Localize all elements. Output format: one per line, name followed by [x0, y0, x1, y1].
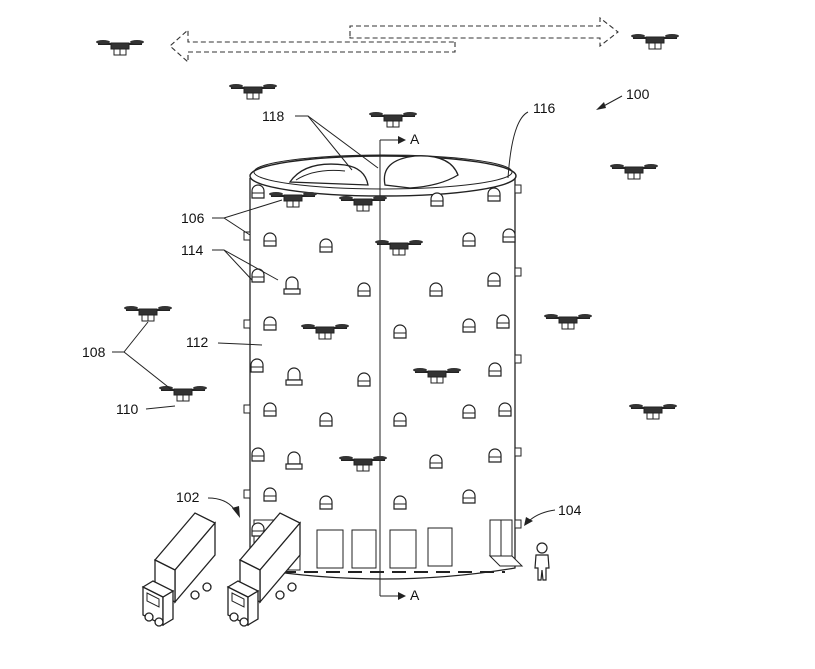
window-icon	[251, 447, 265, 462]
window-icon	[430, 192, 444, 207]
bay-door	[351, 529, 377, 569]
drone-icon	[609, 163, 659, 180]
drone-icon	[268, 191, 318, 208]
window-bay-group	[250, 184, 516, 537]
window-icon	[496, 314, 510, 329]
ref-104: 104	[558, 502, 582, 518]
window-icon	[487, 187, 501, 202]
drone-icon	[123, 305, 173, 322]
ref-110: 110	[116, 401, 139, 417]
window-icon	[319, 412, 333, 427]
window-icon	[357, 282, 371, 297]
window-icon	[319, 238, 333, 253]
delivery-truck-icon	[142, 512, 216, 627]
landing-bay-icon	[285, 451, 303, 470]
drone-icon	[374, 239, 424, 256]
landing-dome	[288, 163, 369, 186]
window-icon	[462, 318, 476, 333]
drone-icon	[95, 39, 145, 56]
window-icon	[250, 358, 264, 373]
window-icon	[251, 184, 265, 199]
dashed-flight-arrow-icon	[169, 16, 619, 64]
ref-108: 108	[82, 344, 106, 360]
landing-bay-icon	[285, 367, 303, 386]
leader-lines	[112, 95, 623, 526]
bay-door	[427, 527, 453, 567]
window-icon	[393, 412, 407, 427]
ref-106: 106	[181, 210, 205, 226]
window-icon	[429, 282, 443, 297]
bay-door	[316, 529, 344, 569]
drone-icon	[412, 367, 462, 384]
window-icon	[487, 272, 501, 287]
ref-100: 100	[626, 86, 650, 102]
window-icon	[263, 316, 277, 331]
window-icon	[462, 232, 476, 247]
landing-dome	[383, 155, 459, 189]
ref-114: 114	[181, 242, 204, 258]
window-icon	[393, 495, 407, 510]
side-ledges	[243, 184, 522, 529]
window-icon	[429, 454, 443, 469]
drone-icon	[300, 323, 350, 340]
window-icon	[488, 362, 502, 377]
window-icon	[263, 232, 277, 247]
ref-116: 116	[533, 100, 556, 116]
window-icon	[488, 448, 502, 463]
window-icon	[263, 402, 277, 417]
drone-icon	[158, 385, 208, 402]
landing-bay-icon	[283, 276, 301, 295]
drone-icon	[368, 111, 418, 128]
drone-icon	[630, 33, 680, 50]
window-icon	[319, 495, 333, 510]
window-icon	[393, 324, 407, 339]
person-icon	[534, 542, 550, 581]
window-icon	[263, 487, 277, 502]
bay-door	[389, 529, 417, 569]
ref-112: 112	[186, 334, 209, 350]
window-icon	[462, 489, 476, 504]
drone-icon	[628, 403, 678, 420]
window-icon	[498, 402, 512, 417]
drone-icon	[543, 313, 593, 330]
drone-icon	[228, 83, 278, 100]
section-label-top: A	[410, 131, 420, 147]
window-icon	[462, 404, 476, 419]
window-icon	[357, 372, 371, 387]
ref-102: 102	[176, 489, 200, 505]
ref-118: 118	[262, 108, 285, 124]
section-label-bottom: A	[410, 587, 420, 603]
window-icon	[502, 228, 516, 243]
